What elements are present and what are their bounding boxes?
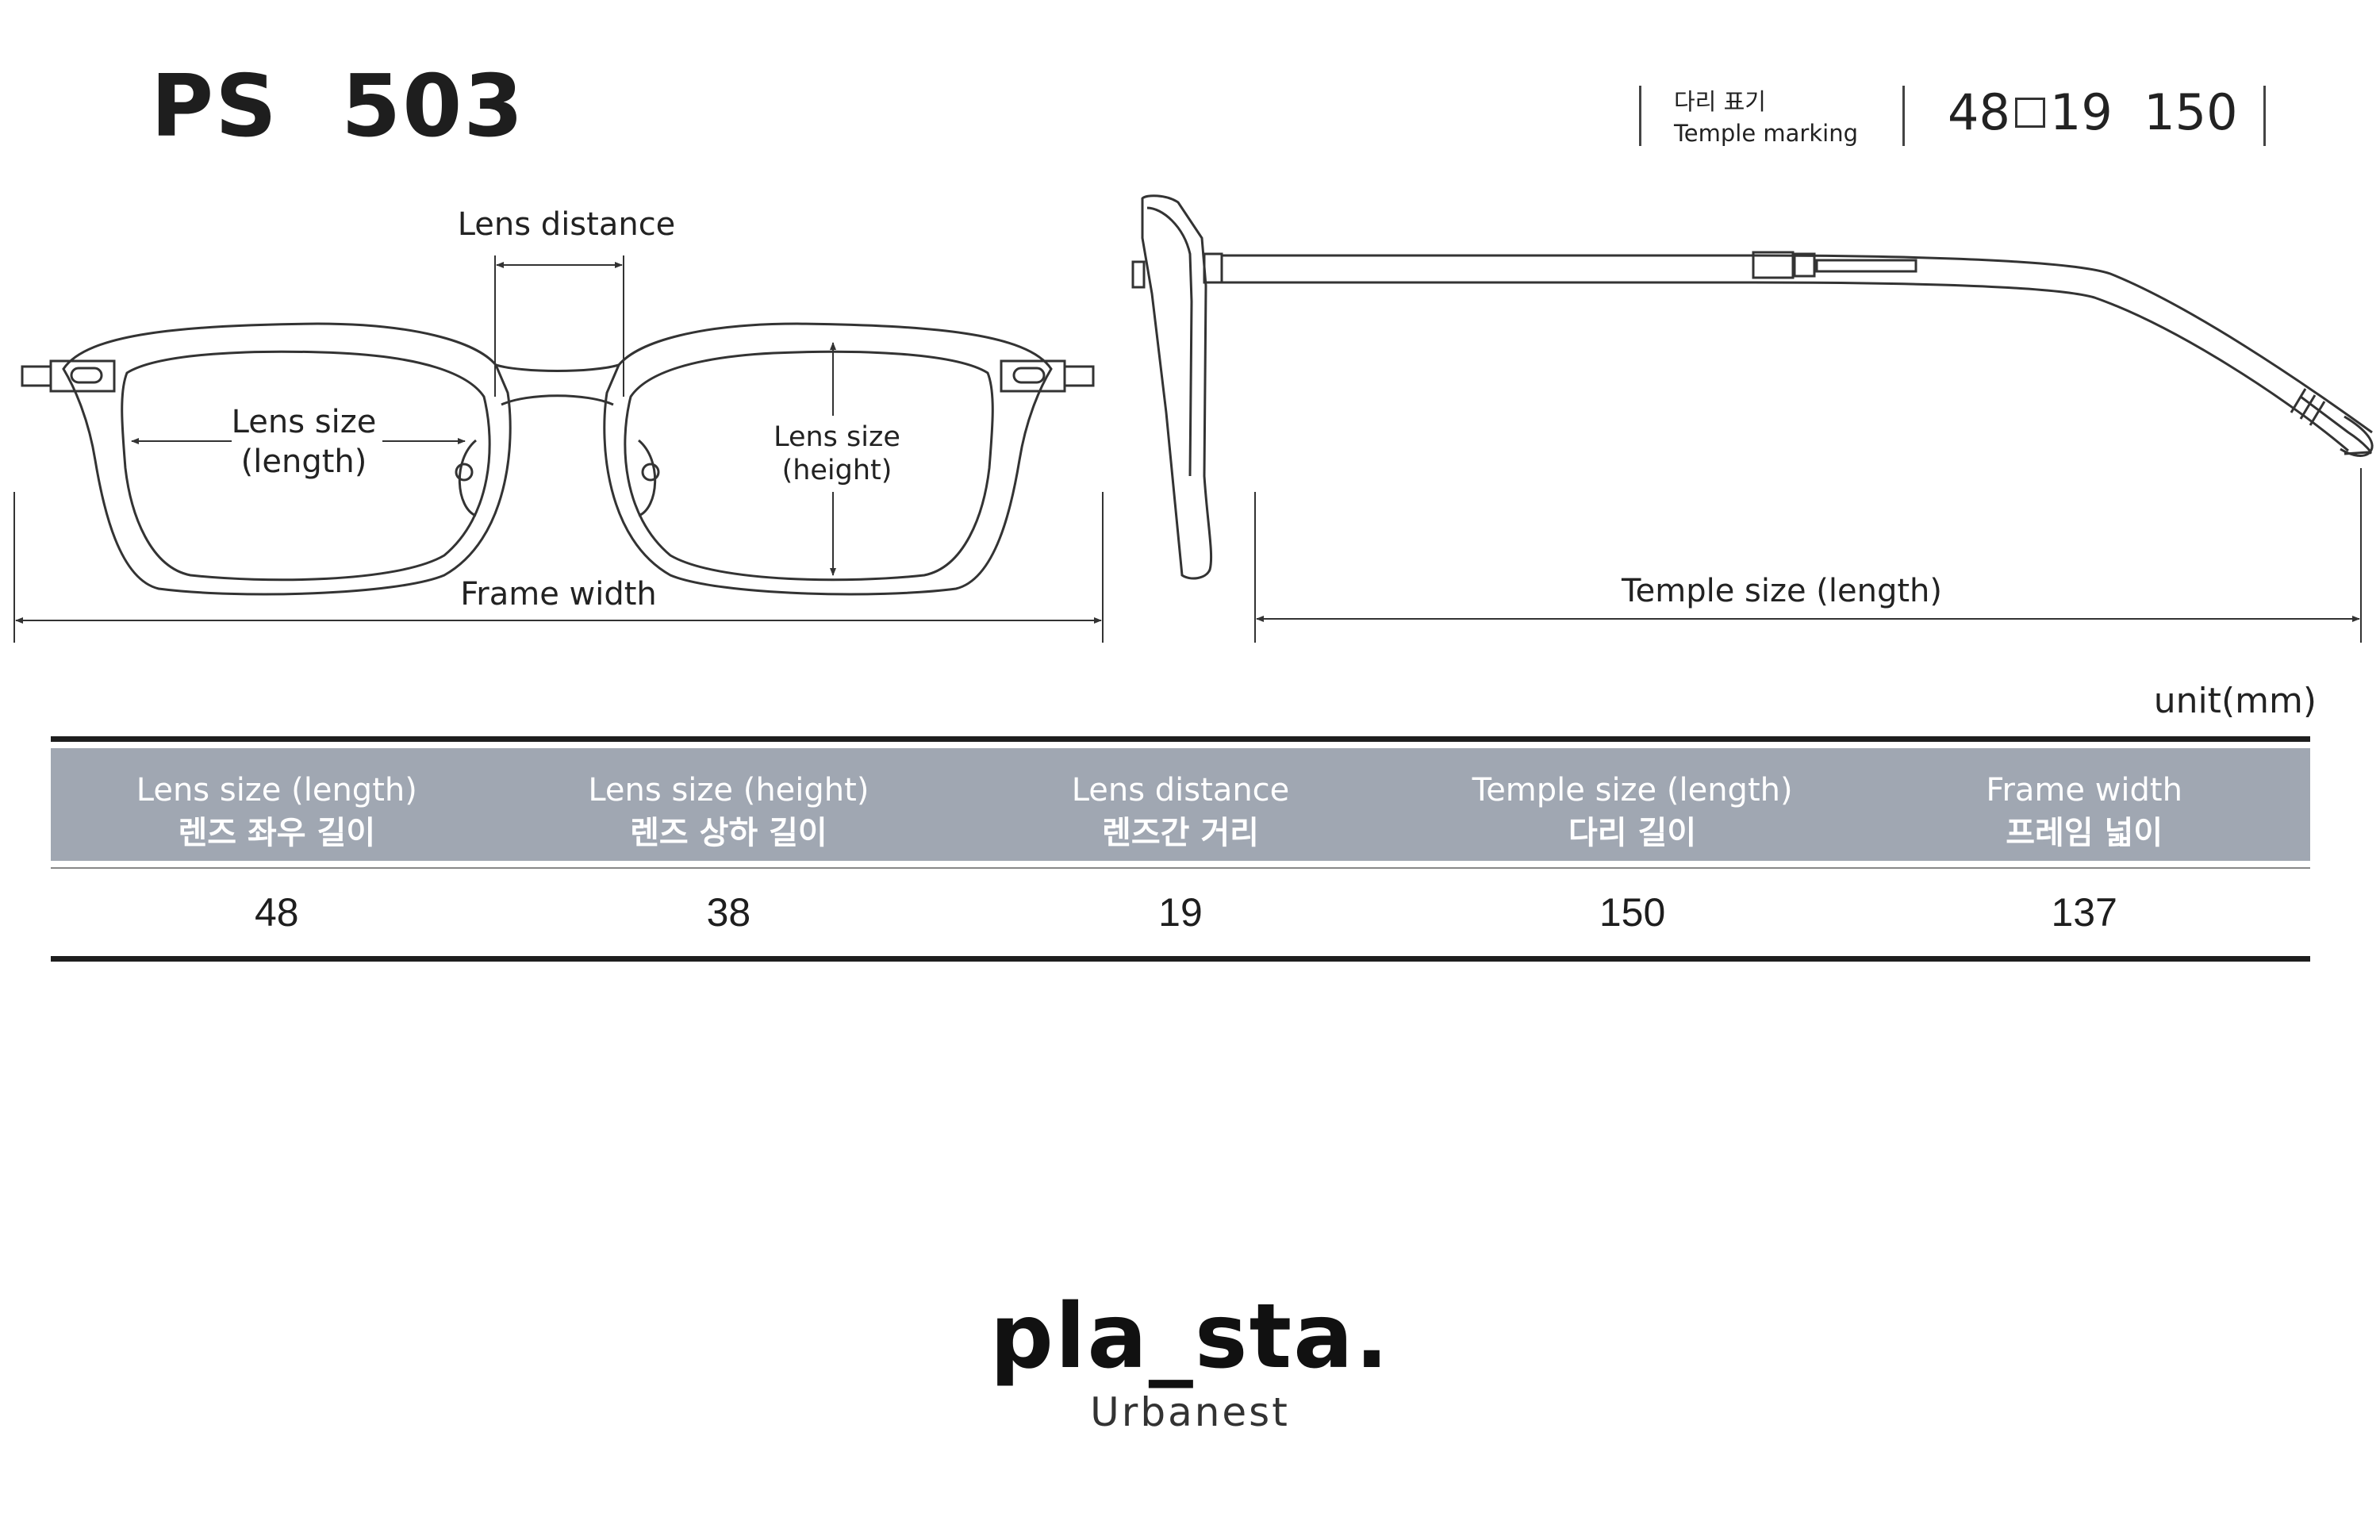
divider: [1639, 86, 1641, 146]
marking-bridge-value: 19: [2049, 83, 2113, 141]
hinge-joint: [1203, 252, 1223, 284]
unit-label: unit(mm): [2153, 681, 2317, 721]
brand-name: pla_sta.: [989, 1285, 1391, 1388]
header-lens-height: Lens size (height) 렌즈 상하 길이: [503, 748, 955, 861]
table-header-row: Lens size (length) 렌즈 좌우 길이 Lens size (h…: [51, 748, 2310, 861]
temple-hinge-slot: [1815, 259, 1917, 273]
right-hinge-block: [1000, 359, 1066, 393]
rim-profile-inner: [1146, 206, 1193, 477]
model-title: PS 503: [151, 57, 525, 156]
temple-tip-ring-1: [2290, 388, 2307, 413]
temple-hinge-box-2: [1793, 252, 1816, 278]
lens-height-label-1: Lens size: [774, 421, 900, 453]
header-ko: 렌즈 좌우 길이: [178, 815, 376, 851]
left-nose-pad: [458, 439, 477, 517]
header-temple-size: Temple size (length) 다리 길이: [1407, 748, 1859, 861]
side-view: [1131, 194, 2374, 580]
temple-marking-value: 48 19 150: [1948, 83, 2238, 141]
glasses-technical-drawing: Lens distance Lens size (length) Lens si…: [13, 194, 2374, 643]
right-rim-outer: [603, 322, 1053, 596]
right-hinge-slot: [1012, 367, 1046, 384]
header-en: Frame width: [1986, 772, 2182, 808]
header-ko: 다리 길이: [1568, 815, 1697, 851]
temple-tip-ring-2: [2299, 394, 2317, 420]
table-value-row: 48 38 19 150 137: [51, 869, 2310, 956]
header-en: Lens size (height): [588, 772, 869, 808]
right-nose-pad: [638, 439, 657, 517]
right-nose-pad-screw: [641, 463, 660, 482]
value-lens-height: 38: [706, 890, 751, 935]
bridge: [495, 363, 620, 372]
temple-hinge-box: [1752, 251, 1795, 279]
left-hinge: [21, 365, 52, 387]
temple-marking-label-en: Temple marking: [1674, 120, 1858, 147]
table-rule-bottom: [51, 956, 2310, 962]
value-frame-width: 137: [2051, 890, 2117, 935]
left-hinge-slot: [70, 367, 103, 384]
left-lens: [121, 350, 491, 582]
header-ko: 프레임 넓이: [2006, 815, 2163, 851]
front-view: [21, 322, 1095, 596]
value-lens-distance: 19: [1158, 890, 1203, 935]
divider: [1902, 86, 1905, 146]
header-en: Temple size (length): [1472, 772, 1793, 808]
header-ko: 렌즈 상하 길이: [630, 815, 827, 851]
temple-arm-bottom: [1222, 281, 2349, 452]
square-icon: [2014, 97, 2045, 128]
value-temple-size: 150: [1599, 890, 1666, 935]
header-lens-length: Lens size (length) 렌즈 좌우 길이: [51, 748, 503, 861]
temple-tip-end: [2340, 415, 2374, 457]
spec-table: Lens size (length) 렌즈 좌우 길이 Lens size (h…: [51, 736, 2310, 962]
marking-temple-value: 150: [2144, 83, 2238, 141]
header-en: Lens distance: [1071, 772, 1290, 808]
right-hinge: [1063, 365, 1095, 387]
left-nose-pad-screw: [455, 463, 474, 482]
marking-lens-value: 48: [1948, 83, 2010, 141]
value-lens-length: 48: [254, 890, 299, 935]
hinge-stub: [1131, 260, 1146, 289]
header-en: Lens size (length): [136, 772, 417, 808]
side-dimensions: [1254, 468, 2362, 643]
lens-length-label-2: (length): [241, 444, 367, 480]
table-rule-top: [51, 736, 2310, 742]
header-frame-width: Frame width 프레임 넓이: [1858, 748, 2310, 861]
temple-size-label: Temple size (length): [1621, 573, 1942, 609]
right-lens: [624, 350, 994, 582]
divider: [2263, 86, 2266, 146]
bridge-inner: [501, 394, 614, 406]
brand-logo: pla_sta. Urbanest: [0, 1285, 2380, 1436]
brand-tagline: Urbanest: [1090, 1389, 1290, 1435]
front-labels: Lens distance Lens size (length) Lens si…: [232, 206, 900, 613]
lens-length-label-1: Lens size: [232, 404, 377, 440]
left-rim-outer: [62, 322, 512, 596]
temple-marking-label: 다리 표기 Temple marking: [1674, 86, 1858, 149]
front-dimensions: [13, 255, 1104, 643]
lens-distance-label: Lens distance: [458, 206, 676, 243]
temple-arm-top: [1222, 254, 2373, 434]
temple-marking-label-ko: 다리 표기: [1674, 88, 1766, 115]
table-rule-mid: [51, 867, 2310, 869]
lens-height-label-2: (height): [782, 455, 892, 486]
frame-width-label: Frame width: [460, 576, 657, 613]
header-lens-distance: Lens distance 렌즈간 거리: [954, 748, 1407, 861]
temple-tip-ring-3: [2309, 401, 2326, 426]
left-hinge-block: [49, 359, 116, 393]
header-ko: 렌즈간 거리: [1102, 815, 1259, 851]
rim-profile: [1141, 194, 1213, 580]
